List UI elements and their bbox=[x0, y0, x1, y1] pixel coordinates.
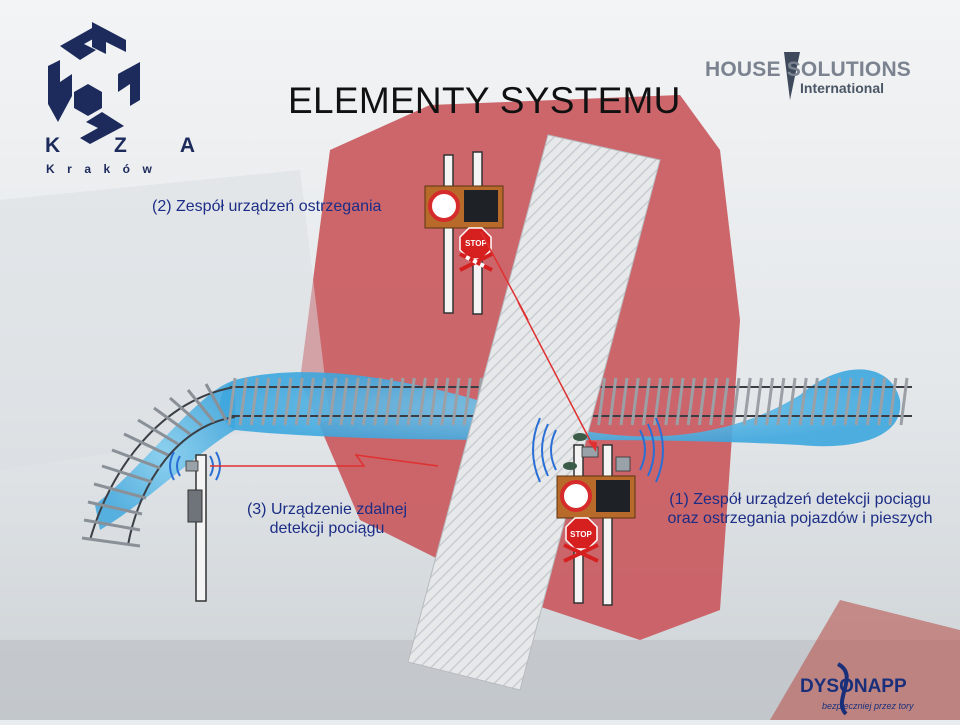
sleeper bbox=[765, 377, 775, 426]
speed-sign-icon bbox=[560, 480, 592, 512]
label-remote-detection: (3) Urządzenie zdalnej detekcji pociągu bbox=[212, 500, 442, 538]
house-solutions-subtitle: International bbox=[800, 80, 885, 96]
sleeper bbox=[865, 377, 875, 426]
page-title: ELEMENTY SYSTEMU bbox=[288, 80, 681, 121]
sleeper bbox=[877, 377, 887, 426]
sleeper bbox=[776, 377, 786, 426]
signal-arrow-icon bbox=[588, 441, 597, 452]
label-line: oraz ostrzegania pojazdów i pieszych bbox=[667, 510, 933, 527]
radio-wave-icon bbox=[532, 417, 664, 483]
sleeper bbox=[339, 377, 349, 426]
sleeper bbox=[731, 377, 741, 426]
sleeper bbox=[373, 377, 383, 426]
sleeper bbox=[417, 377, 427, 426]
sleeper bbox=[395, 377, 405, 426]
background-house-roof bbox=[770, 600, 960, 720]
sleeper bbox=[742, 377, 752, 426]
sleeper bbox=[608, 377, 618, 426]
warning-set: STOP bbox=[424, 151, 504, 315]
dysonapp-swoosh-icon bbox=[836, 662, 849, 716]
device-panel bbox=[596, 480, 630, 512]
sleeper bbox=[798, 377, 808, 426]
sleeper bbox=[675, 377, 685, 426]
dysonapp-logo: DYSONAPP bbox=[800, 676, 907, 697]
sleeper bbox=[249, 377, 259, 426]
sleeper bbox=[451, 377, 461, 426]
kza-logo-mark bbox=[48, 22, 140, 144]
sleeper bbox=[720, 377, 730, 426]
kza-logo-text: K Z A bbox=[45, 134, 220, 157]
sleeper bbox=[664, 377, 674, 426]
sensor-box bbox=[581, 446, 599, 458]
speed-sign-icon bbox=[428, 190, 460, 222]
sleeper bbox=[429, 377, 439, 426]
label-detection-warning-set: (1) Zespół urządzeń detekcji pociągu ora… bbox=[644, 490, 956, 528]
kza-logo-city: Kraków bbox=[46, 162, 165, 176]
sleeper bbox=[272, 377, 282, 426]
sleeper bbox=[653, 377, 663, 426]
signal-link bbox=[210, 231, 595, 467]
sleeper bbox=[384, 377, 394, 426]
sleeper bbox=[238, 377, 248, 426]
sleeper bbox=[697, 377, 707, 426]
svg-text:STOP: STOP bbox=[570, 530, 592, 539]
label-line: (3) Urządzenie zdalnej bbox=[246, 501, 408, 518]
sleeper bbox=[641, 377, 651, 426]
sleeper bbox=[787, 377, 797, 426]
sleeper bbox=[406, 377, 416, 426]
sleeper bbox=[317, 377, 327, 426]
sleeper bbox=[899, 377, 909, 426]
sleeper bbox=[462, 377, 472, 426]
sleeper bbox=[619, 377, 629, 426]
sleeper bbox=[305, 377, 315, 426]
dysonapp-tagline: bezpieczniej przez tory bbox=[822, 701, 914, 711]
sleeper bbox=[686, 377, 696, 426]
sleeper bbox=[283, 377, 293, 426]
speaker-icon bbox=[563, 433, 587, 470]
sleeper bbox=[361, 377, 371, 426]
sleeper bbox=[888, 377, 898, 426]
cross-buck-icon bbox=[563, 543, 599, 563]
railway-sleepers-curve bbox=[81, 383, 228, 548]
sleeper bbox=[630, 377, 640, 426]
road-crossing bbox=[407, 134, 661, 691]
svg-text:STOP: STOP bbox=[465, 239, 487, 248]
label-line: (1) Zespół urządzeń detekcji pociągu bbox=[669, 491, 931, 508]
sleeper bbox=[294, 377, 304, 426]
sleeper bbox=[350, 377, 360, 426]
house-solutions-swoosh-icon bbox=[784, 52, 800, 100]
cross-buck-icon bbox=[459, 252, 493, 272]
label-warning-set: (2) Zespół urządzeń ostrzegania bbox=[152, 198, 382, 215]
sleeper bbox=[261, 377, 271, 426]
sleeper bbox=[328, 377, 338, 426]
sleeper bbox=[709, 377, 719, 426]
sleeper bbox=[809, 377, 819, 426]
sleeper bbox=[227, 377, 237, 426]
sleeper bbox=[597, 377, 607, 426]
sleeper bbox=[440, 377, 450, 426]
sleeper bbox=[832, 377, 842, 426]
label-line: detekcji pociągu bbox=[269, 520, 385, 537]
sleeper bbox=[821, 377, 831, 426]
sensor-box bbox=[615, 456, 631, 472]
sleeper bbox=[854, 377, 864, 426]
device-panel bbox=[464, 190, 498, 222]
detection-warning-set: STOP bbox=[532, 417, 664, 606]
sleeper bbox=[843, 377, 853, 426]
sleeper bbox=[753, 377, 763, 426]
house-solutions-logo: HOUSE SOLUTIONS bbox=[705, 58, 912, 81]
